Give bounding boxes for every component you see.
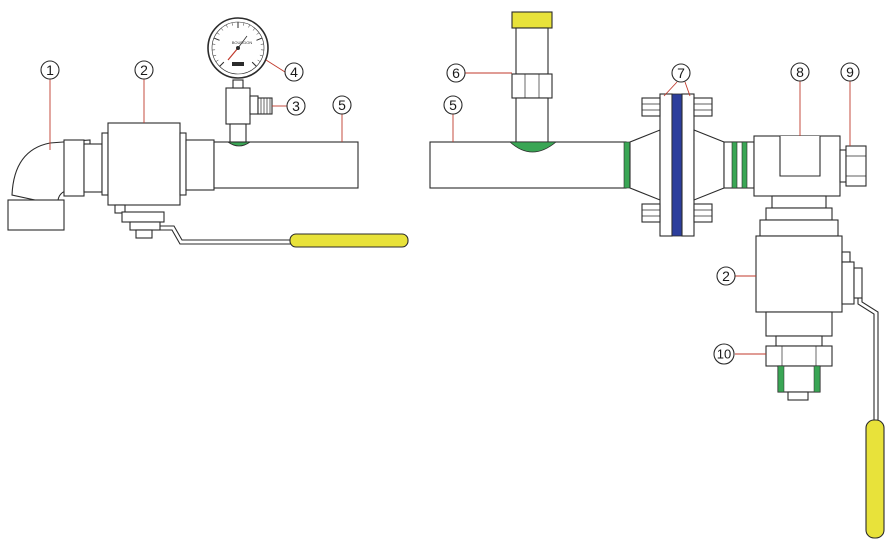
pipe-left xyxy=(213,141,359,189)
svg-text:6: 6 xyxy=(452,65,460,81)
label-8: 8 xyxy=(790,62,810,82)
label-9: 9 xyxy=(840,62,860,82)
label-2-right: 2 xyxy=(716,266,736,286)
valve-lever-right xyxy=(857,298,885,539)
gauge-tick xyxy=(259,54,263,57)
gauge-tick xyxy=(215,59,219,62)
ball-valve-body-left xyxy=(101,122,215,206)
callout-labels: 1 2 4 3 5 6 5 7 8 9 2 10 xyxy=(40,60,860,365)
gauge-tick xyxy=(252,28,256,31)
hex-plug xyxy=(845,145,867,187)
label-10: 10 xyxy=(713,343,735,365)
weld-band-3 xyxy=(741,141,748,189)
flange-pair xyxy=(641,93,713,237)
label-5-left: 5 xyxy=(332,95,352,115)
svg-text:5: 5 xyxy=(449,97,457,113)
gauge-tick xyxy=(225,24,228,28)
gauge-ticks xyxy=(212,22,264,67)
svg-text:7: 7 xyxy=(677,65,685,81)
gauge-tick xyxy=(220,28,224,31)
gauge-tick xyxy=(257,59,261,62)
gauge-tick xyxy=(251,61,257,67)
lever-handle-left xyxy=(289,233,409,248)
gasket xyxy=(671,93,683,237)
label-1: 1 xyxy=(40,60,60,80)
svg-text:8: 8 xyxy=(796,64,804,80)
weld-band-2 xyxy=(731,141,738,189)
ball-valve-body-right xyxy=(755,235,863,337)
svg-text:2: 2 xyxy=(140,62,148,78)
left-assembly: BOURDON xyxy=(7,17,409,248)
svg-text:5: 5 xyxy=(338,97,346,113)
label-3: 3 xyxy=(286,96,306,116)
tee-fitting xyxy=(753,135,847,197)
label-2-left: 2 xyxy=(134,60,154,80)
gauge-tick xyxy=(213,37,220,41)
weld-band-1 xyxy=(623,141,631,189)
pressure-gauge: BOURDON xyxy=(207,17,269,79)
right-assembly xyxy=(429,11,885,539)
svg-text:4: 4 xyxy=(290,64,298,80)
label-6: 6 xyxy=(446,63,466,83)
bottom-nipple xyxy=(765,335,833,401)
gauge-tick xyxy=(256,37,263,41)
label-7: 7 xyxy=(671,63,691,83)
label-4: 4 xyxy=(284,62,304,82)
gauge-tick xyxy=(213,54,217,57)
gauge-tick xyxy=(248,24,251,28)
gauge-tick xyxy=(216,32,220,35)
svg-text:1: 1 xyxy=(46,62,54,78)
lever-handle-right xyxy=(865,419,885,539)
gauge-tick xyxy=(256,32,260,35)
elbow-fitting xyxy=(7,139,103,231)
svg-text:3: 3 xyxy=(292,98,300,114)
gauge-dial-text: BOURDON xyxy=(232,40,253,45)
gauge-tick xyxy=(219,61,225,67)
pipe-right xyxy=(429,141,627,189)
label-5-right: 5 xyxy=(443,95,463,115)
svg-text:2: 2 xyxy=(722,268,730,284)
valve-lever-left xyxy=(114,204,409,248)
svg-text:10: 10 xyxy=(717,347,731,362)
gauge-tick xyxy=(231,22,233,26)
weld-branch xyxy=(508,141,558,153)
branch-fitting xyxy=(508,11,558,153)
weld-left xyxy=(226,141,252,147)
svg-text:9: 9 xyxy=(846,64,854,80)
needle-valve xyxy=(225,79,273,143)
gauge-tick xyxy=(243,22,245,26)
